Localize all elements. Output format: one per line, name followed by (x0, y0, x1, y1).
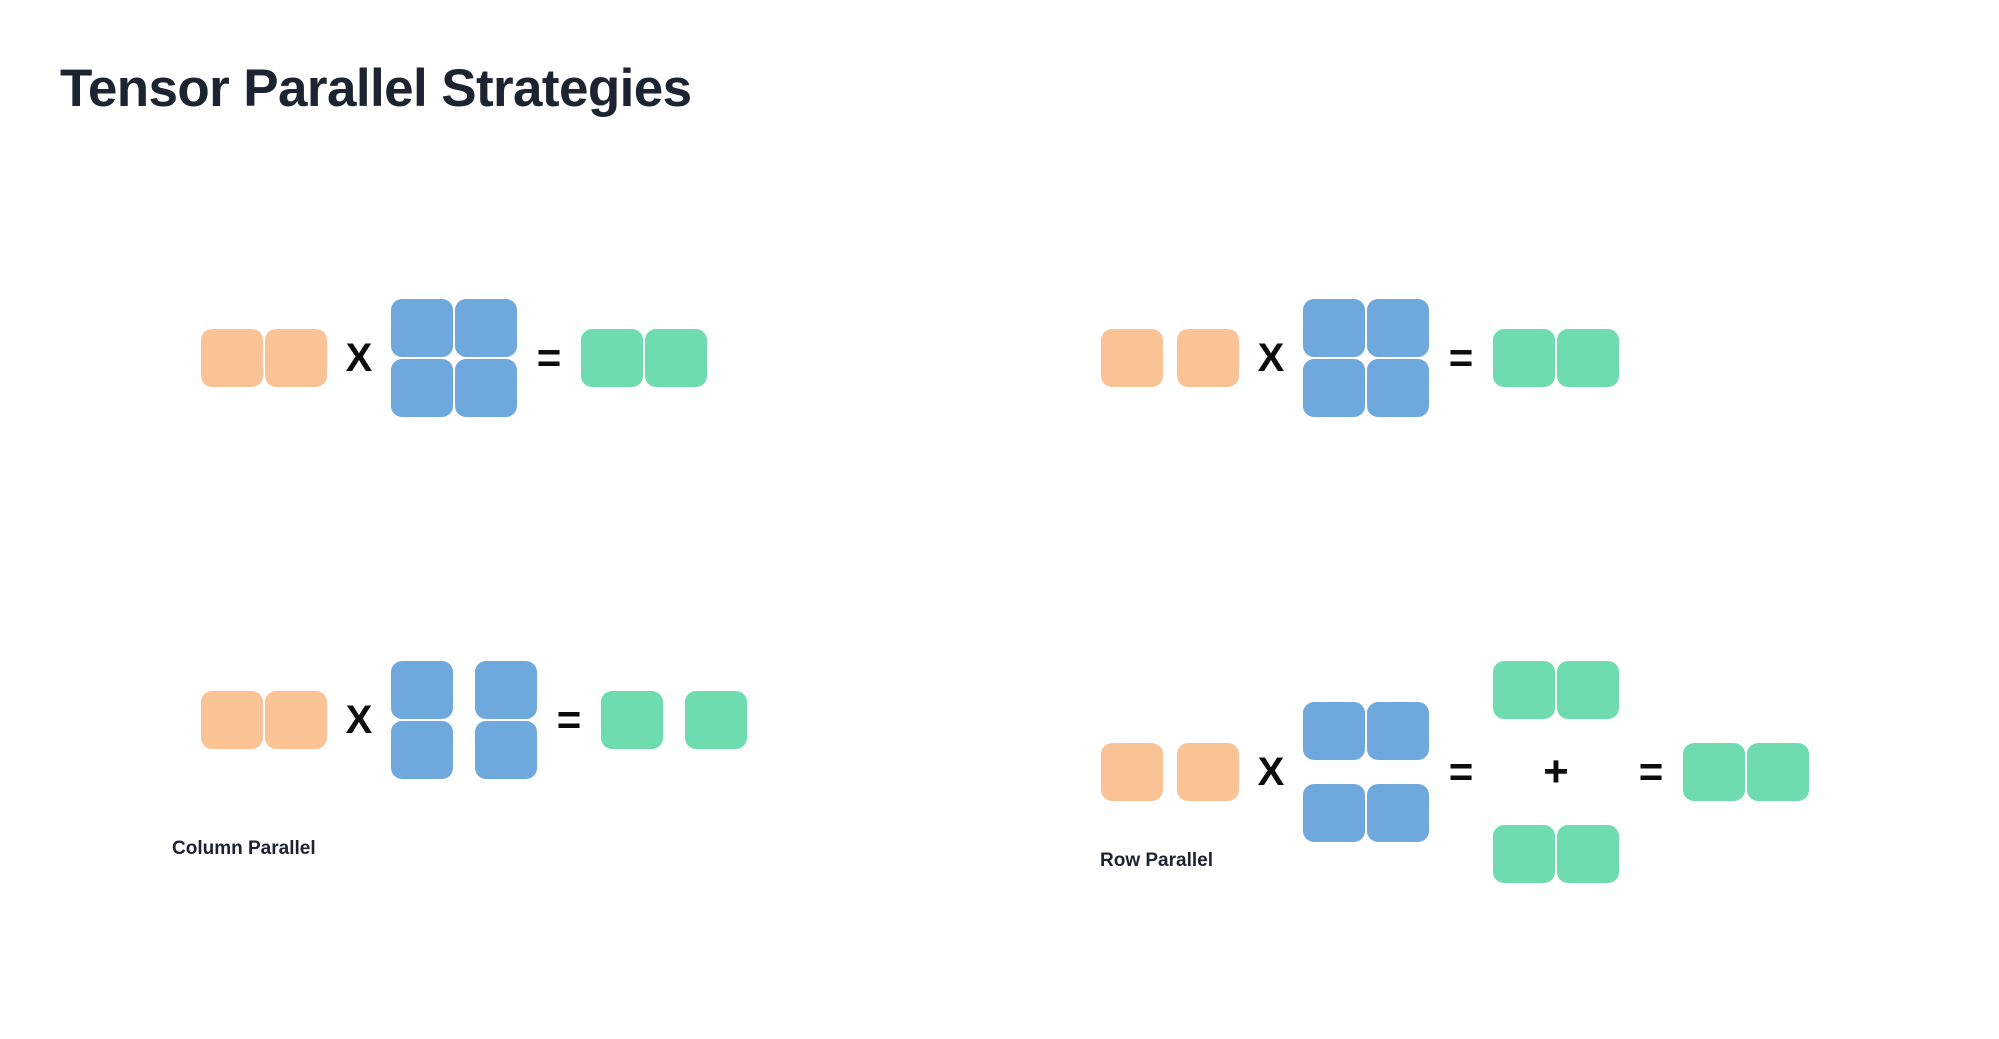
matrix-row (390, 660, 538, 720)
matrix-cell-blue (1303, 299, 1365, 357)
matrix-cell-green (645, 329, 707, 387)
matrix-cell-green (601, 691, 663, 749)
matrix-cell-green (685, 691, 747, 749)
matrix-cell-blue (475, 661, 537, 719)
matrix-cell-blue (1303, 784, 1365, 842)
equation-row-parallel-sharded: X = + (1100, 660, 1810, 884)
matrix-row (1302, 358, 1430, 418)
matrix-weight-blue-column-sharded (390, 660, 538, 780)
matrix-row (390, 298, 518, 358)
matrix-row (1302, 783, 1430, 843)
operator-equals-icon: = (1448, 334, 1474, 381)
matrix-cell-blue (1303, 359, 1365, 417)
operator-equals-icon: = (556, 696, 582, 743)
matrix-cell-blue (475, 721, 537, 779)
operator-multiply-icon: X (345, 698, 373, 742)
matrix-cell-blue (1367, 359, 1429, 417)
matrix-row (1100, 328, 1240, 388)
matrix-cell-blue (455, 359, 517, 417)
matrix-cell-blue (391, 661, 453, 719)
partial-sum-stack: + (1492, 660, 1620, 884)
matrix-cell-orange (1177, 329, 1239, 387)
panel-row-parallel: X = X (999, 0, 1999, 1039)
equation-row-parallel-unsharded: X = (1100, 298, 1620, 418)
matrix-cell-blue (1367, 702, 1429, 760)
matrix-input-orange (200, 690, 328, 750)
matrix-row (1302, 701, 1430, 761)
matrix-cell-blue (391, 359, 453, 417)
matrix-row (390, 358, 518, 418)
matrix-output-green-reduced (1682, 742, 1810, 802)
matrix-row (1492, 660, 1620, 720)
matrix-row (580, 328, 708, 388)
matrix-cell-green (1557, 825, 1619, 883)
matrix-cell-blue (391, 721, 453, 779)
page-title: Tensor Parallel Strategies (60, 59, 692, 118)
matrix-row (1100, 742, 1240, 802)
matrix-cell-green (1493, 825, 1555, 883)
matrix-row (390, 720, 538, 780)
matrix-cell-orange (1101, 743, 1163, 801)
matrix-row (1492, 824, 1620, 884)
operator-equals-icon: = (1638, 748, 1664, 795)
matrix-cell-orange (265, 691, 327, 749)
matrix-row (1302, 298, 1430, 358)
matrix-cell-blue (1367, 299, 1429, 357)
matrix-row (1492, 328, 1620, 388)
matrix-cell-blue (1303, 702, 1365, 760)
matrix-input-orange (1100, 742, 1240, 802)
equation-column-parallel-unsharded: X = (200, 298, 708, 418)
matrix-row (600, 690, 748, 750)
matrix-cell-orange (1101, 329, 1163, 387)
panel-column-parallel: X = X (0, 0, 999, 1039)
matrix-input-orange (200, 328, 328, 388)
matrix-row (200, 328, 328, 388)
matrix-cell-green (1683, 743, 1745, 801)
operator-plus-wrapper: + (1508, 720, 1604, 824)
matrix-weight-blue (390, 298, 518, 418)
matrix-cell-blue (455, 299, 517, 357)
matrix-output-green (1492, 328, 1620, 388)
panel-label-row-parallel: Row Parallel (1100, 850, 1213, 871)
matrix-weight-blue-row-sharded (1302, 701, 1430, 843)
operator-multiply-icon: X (1257, 750, 1285, 794)
matrix-cell-orange (201, 329, 263, 387)
matrix-weight-blue (1302, 298, 1430, 418)
matrix-cell-blue (1367, 784, 1429, 842)
matrix-cell-orange (1177, 743, 1239, 801)
operator-equals-icon: = (1448, 748, 1474, 795)
operator-multiply-icon: X (1257, 336, 1285, 380)
matrix-cell-green (1557, 329, 1619, 387)
matrix-cell-green (1557, 661, 1619, 719)
matrix-output-green (580, 328, 708, 388)
equation-column-parallel-sharded: X = (200, 660, 748, 780)
matrix-partial-green-2 (1492, 824, 1620, 884)
matrix-cell-green (1747, 743, 1809, 801)
operator-equals-icon: = (536, 334, 562, 381)
matrix-output-green-column-sharded (600, 690, 748, 750)
operator-plus-icon: + (1543, 747, 1569, 796)
matrix-cell-orange (201, 691, 263, 749)
matrix-cell-orange (265, 329, 327, 387)
matrix-row (200, 690, 328, 750)
matrix-input-orange (1100, 328, 1240, 388)
matrix-cell-green (1493, 329, 1555, 387)
operator-multiply-icon: X (345, 336, 373, 380)
matrix-cell-green (581, 329, 643, 387)
matrix-cell-blue (391, 299, 453, 357)
matrix-row (1682, 742, 1810, 802)
matrix-partial-green-1 (1492, 660, 1620, 720)
matrix-cell-green (1493, 661, 1555, 719)
panel-label-column-parallel: Column Parallel (172, 838, 316, 859)
